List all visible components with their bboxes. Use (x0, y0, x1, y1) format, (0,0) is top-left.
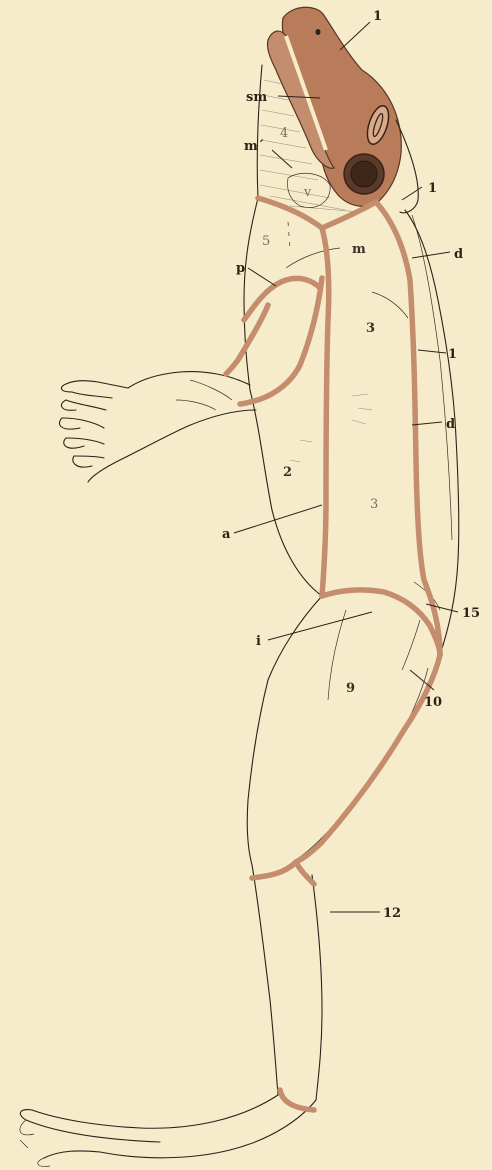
label-15: 15 (462, 606, 480, 621)
label-d-upper: d (454, 247, 463, 262)
label-d-lower: d (446, 417, 455, 432)
nerve-10 (296, 655, 440, 862)
nerve-i (322, 590, 440, 655)
label-1-top: 1 (373, 9, 382, 24)
hand-fingertips (59, 384, 92, 467)
thigh-right-edge (296, 655, 440, 860)
region-3-lower: 3 (370, 497, 378, 512)
body-left-edge (244, 198, 322, 596)
nerve-ankle (280, 1090, 314, 1110)
region-2: 2 (283, 465, 292, 480)
nerves (226, 198, 440, 1110)
label-12: 12 (383, 906, 401, 921)
forelimb (59, 372, 256, 482)
region-v: v (303, 185, 312, 200)
label-sm: sm (246, 90, 267, 105)
arm-lower (88, 410, 256, 482)
nerve-knee (252, 862, 314, 884)
label-a: a (222, 527, 231, 542)
shoulder-curve (286, 248, 340, 268)
label-1-right: 1 (428, 181, 437, 196)
shank-right-edge (312, 875, 322, 1100)
hindlimb (20, 596, 440, 1166)
region-5: 5 (262, 234, 270, 249)
body-texture (290, 394, 372, 462)
label-10: 10 (424, 695, 442, 710)
label-1-mid: 1 (448, 347, 457, 362)
region-m: m (352, 242, 366, 257)
region-9: 9 (346, 681, 355, 696)
foot (20, 1095, 316, 1158)
chest-curve (372, 292, 408, 318)
belly-dashes (288, 222, 290, 248)
shank-left-edge (252, 865, 278, 1095)
thigh-lines (328, 610, 428, 770)
nostril (316, 29, 321, 35)
region-4: 4 (280, 126, 288, 141)
label-m-prime: m´ (244, 139, 264, 154)
nerve-p (244, 278, 320, 320)
region-3-upper: 3 (366, 321, 375, 336)
label-p: p (236, 261, 245, 276)
arm-texture (176, 380, 232, 410)
arm-upper (128, 372, 250, 388)
nerve-lateral-1 (376, 202, 440, 655)
tympanum-inner (351, 161, 377, 187)
head (267, 7, 418, 213)
label-i: i (256, 634, 261, 649)
